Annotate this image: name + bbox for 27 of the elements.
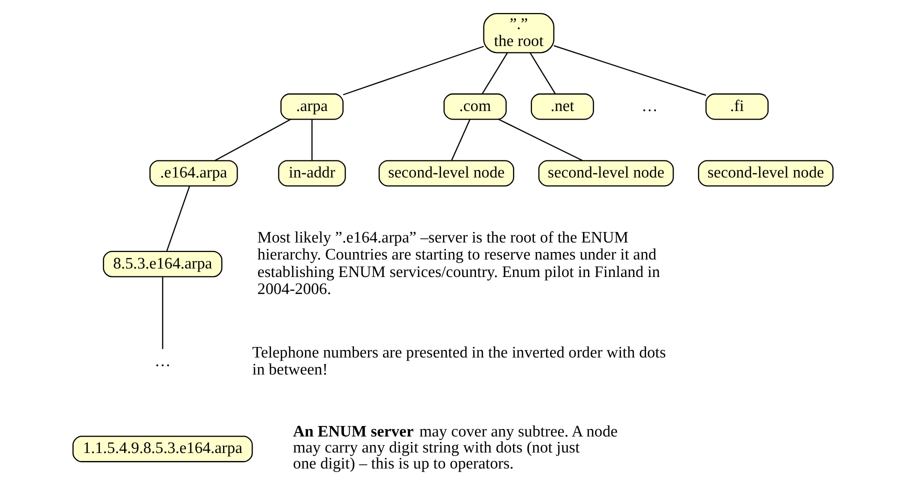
connector — [529, 52, 556, 94]
label: An ENUM server may cover any subtree. A node may carry any digit string with dots (not just one digit) – this is up to operators. — [292, 423, 618, 472]
node-box: .arpa — [280, 92, 344, 120]
label: Most likely ”.e164.arpa” –server is the root of the ENUM hierarchy. Countries are starting to reserve names under it and establishing ENUM services/country. Enum pilot in Finland in 2004-2006. — [256, 228, 660, 298]
node-box: 1.1.5.4.9.8.5.3.e164.arpa — [72, 435, 252, 462]
node-box: .fi — [704, 92, 768, 120]
connector — [342, 45, 484, 95]
node-box: second-level node — [378, 160, 514, 186]
node-box: .e164.arpa — [148, 160, 238, 186]
label: Telephone numbers are presented in the inverted order with dots in between! — [252, 344, 666, 378]
connector — [162, 276, 163, 349]
label: … — [641, 97, 658, 114]
connector — [450, 118, 470, 160]
node-box: .com — [443, 92, 506, 120]
connector — [553, 44, 706, 96]
node-box: ”.” the root — [482, 12, 554, 53]
node-box: 8.5.3.e164.arpa — [102, 250, 222, 277]
connector — [498, 118, 582, 161]
node-box: .net — [530, 92, 594, 120]
connector — [481, 52, 508, 94]
node-box: second-level node — [538, 160, 674, 186]
node-box: in-addr — [278, 160, 346, 186]
connector — [166, 185, 190, 251]
node-box: second-level node — [697, 160, 834, 186]
connector — [310, 118, 312, 160]
node-text: … — [154, 352, 170, 370]
connector — [214, 118, 291, 161]
